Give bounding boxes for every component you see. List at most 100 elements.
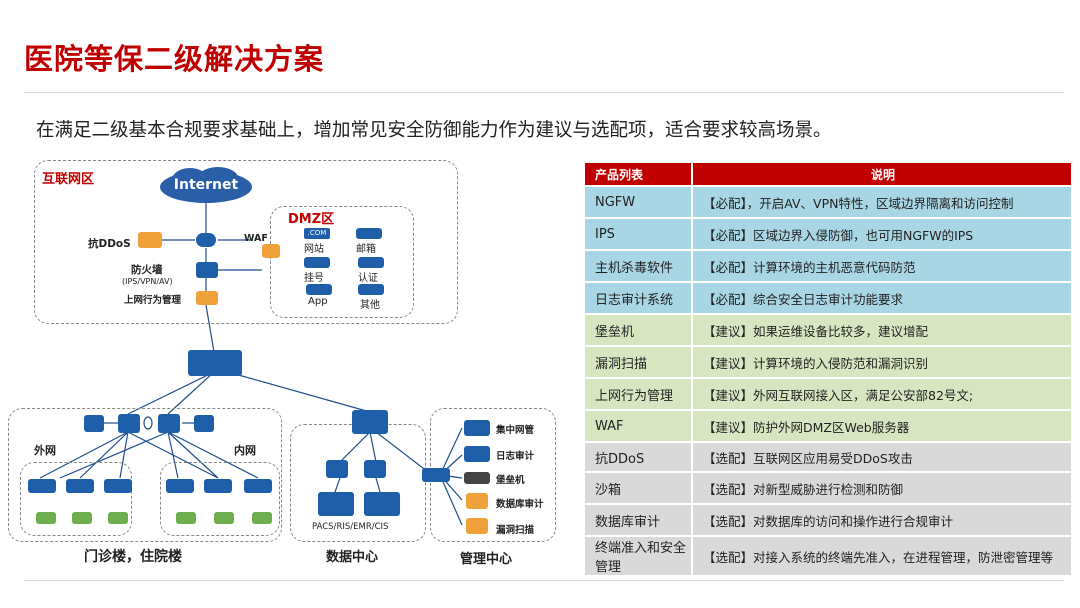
- dmz-item-other: 其他: [360, 300, 380, 311]
- mgmt-item-vuln-scan: 漏洞扫描: [496, 525, 535, 536]
- auth-icon: [358, 257, 384, 268]
- mail-icon: [356, 228, 382, 239]
- terminal-icon: [72, 512, 92, 524]
- mgmt-center-label: 管理中心: [460, 552, 513, 567]
- core-switch-icon: [188, 350, 242, 376]
- mgmt-item-bastion: 堡垒机: [496, 475, 525, 486]
- behavior-mgmt-label: 上网行为管理: [124, 295, 182, 306]
- outer-net-label: 外网: [34, 444, 56, 457]
- mgmt-switch-icon: [422, 468, 450, 482]
- terminal-icon: [214, 512, 234, 524]
- inner-net-label: 内网: [234, 444, 256, 457]
- table-row: 日志审计系统【必配】综合安全日志审计功能要求: [585, 283, 1071, 313]
- dmz-zone-label: DMZ区: [288, 212, 335, 227]
- access-switch-icon: [166, 479, 194, 493]
- table-row: 数据库审计【选配】对数据库的访问和操作进行合规审计: [585, 505, 1071, 535]
- table-row: 堡垒机【建议】如果运维设备比较多，建议增配: [585, 315, 1071, 345]
- mgmt-item-log-audit: 日志审计: [496, 451, 535, 462]
- register-icon: [304, 257, 330, 268]
- internet-cloud-icon: [160, 167, 252, 203]
- other-icon: [358, 284, 384, 295]
- building-firewall-right-icon: [194, 415, 214, 432]
- internet-zone-label: 互联网区: [42, 172, 95, 187]
- product-name: 堡垒机: [585, 315, 691, 345]
- behavior-mgmt-icon: [196, 291, 218, 305]
- table-header: 产品列表 说明: [585, 163, 1071, 185]
- building-switch-left-icon: [118, 414, 140, 433]
- firewall-icon: [196, 262, 218, 278]
- product-name: 沙箱: [585, 473, 691, 503]
- product-description: 【必配】区域边界入侵防御，也可用NGFW的IPS: [693, 219, 1071, 249]
- terminal-icon: [36, 512, 56, 524]
- mgmt-item-network: 集中网管: [496, 425, 535, 436]
- db-audit-icon: [466, 493, 488, 509]
- building-zone: [8, 408, 282, 542]
- building-firewall-left-icon: [84, 415, 104, 432]
- terminal-icon: [108, 512, 128, 524]
- product-name: 数据库审计: [585, 505, 691, 535]
- table-row: 上网行为管理【建议】外网互联网接入区，满足公安部82号文;: [585, 379, 1071, 409]
- router-icon: [196, 233, 216, 247]
- server-icon: [318, 492, 354, 516]
- access-switch-icon: [244, 479, 272, 493]
- table-row: 沙箱【选配】对新型威胁进行检测和防御: [585, 473, 1071, 503]
- product-description: 【必配】，开启AV、VPN特性，区域边界隔离和访问控制: [693, 187, 1071, 217]
- building-switch-right-icon: [158, 414, 180, 433]
- servers-label: PACS/RIS/EMR/CIS: [312, 522, 389, 532]
- table-row: IPS【必配】区域边界入侵防御，也可用NGFW的IPS: [585, 219, 1071, 249]
- mgmt-item-db-audit: 数据库审计: [496, 499, 544, 510]
- table-row: 终端准入和安全管理【选配】对接入系统的终端先准入，在进程管理，防泄密管理等: [585, 537, 1071, 575]
- table-row: NGFW【必配】，开启AV、VPN特性，区域边界隔离和访问控制: [585, 187, 1071, 217]
- product-description: 【必配】综合安全日志审计功能要求: [693, 283, 1071, 313]
- terminal-icon: [176, 512, 196, 524]
- dmz-item-auth: 认证: [358, 273, 378, 284]
- building-label: 门诊楼，住院楼: [84, 549, 182, 565]
- datacenter-switch-icon: [364, 460, 386, 478]
- access-switch-icon: [28, 479, 56, 493]
- dmz-item-mail: 邮箱: [356, 244, 376, 255]
- vuln-scan-icon: [466, 518, 488, 534]
- table-row: 主机杀毒软件【必配】计算环境的主机恶意代码防范: [585, 251, 1071, 281]
- subtitle: 在满足二级基本合规要求基础上，增加常见安全防御能力作为建议与选配项，适合要求较高…: [36, 120, 832, 141]
- datacenter-core-switch-icon: [352, 410, 388, 434]
- product-name: 主机杀毒软件: [585, 251, 691, 281]
- terminal-icon: [252, 512, 272, 524]
- anti-ddos-icon: [138, 232, 162, 248]
- page-title: 医院等保二级解决方案: [24, 42, 325, 76]
- network-mgmt-icon: [464, 420, 490, 436]
- firewall-label: 防火墙: [131, 264, 163, 276]
- product-description: 【选配】对新型威胁进行检测和防御: [693, 473, 1071, 503]
- product-name: NGFW: [585, 187, 691, 217]
- table-row: 抗DDoS【选配】互联网区应用易受DDoS攻击: [585, 443, 1071, 471]
- access-switch-icon: [66, 479, 94, 493]
- anti-ddos-label: 抗DDoS: [88, 238, 131, 250]
- product-description: 【建议】计算环境的入侵防范和漏洞识别: [693, 347, 1071, 377]
- datacenter-label: 数据中心: [326, 550, 379, 565]
- dmz-com-icon: .COM: [304, 228, 330, 239]
- bottom-divider: [24, 580, 1064, 581]
- product-description: 【选配】对数据库的访问和操作进行合规审计: [693, 505, 1071, 535]
- dmz-item-website: 网站: [304, 244, 324, 255]
- product-name: 上网行为管理: [585, 379, 691, 409]
- firewall-sub-label: (IPS/VPN/AV): [122, 277, 173, 286]
- product-description: 【必配】计算环境的主机恶意代码防范: [693, 251, 1071, 281]
- product-description: 【建议】如果运维设备比较多，建议增配: [693, 315, 1071, 345]
- dmz-item-register: 挂号: [304, 273, 324, 284]
- outer-net-subzone: [20, 462, 132, 536]
- product-name: 漏洞扫描: [585, 347, 691, 377]
- access-switch-icon: [204, 479, 232, 493]
- connection-lines: [39, 200, 463, 526]
- top-divider: [24, 92, 1064, 93]
- product-description: 【选配】对接入系统的终端先准入，在进程管理，防泄密管理等: [693, 537, 1071, 575]
- product-description: 【建议】外网互联网接入区，满足公安部82号文;: [693, 379, 1071, 409]
- dmz-zone: [270, 206, 414, 318]
- header-description: 说明: [693, 163, 1071, 185]
- datacenter-switch-icon: [326, 460, 348, 478]
- internet-label: Internet: [173, 177, 239, 193]
- waf-icon: [262, 244, 280, 258]
- product-description: 【建议】防护外网DMZ区Web服务器: [693, 411, 1071, 441]
- product-name: 日志审计系统: [585, 283, 691, 313]
- header-product: 产品列表: [585, 163, 691, 185]
- internet-zone: [34, 160, 458, 324]
